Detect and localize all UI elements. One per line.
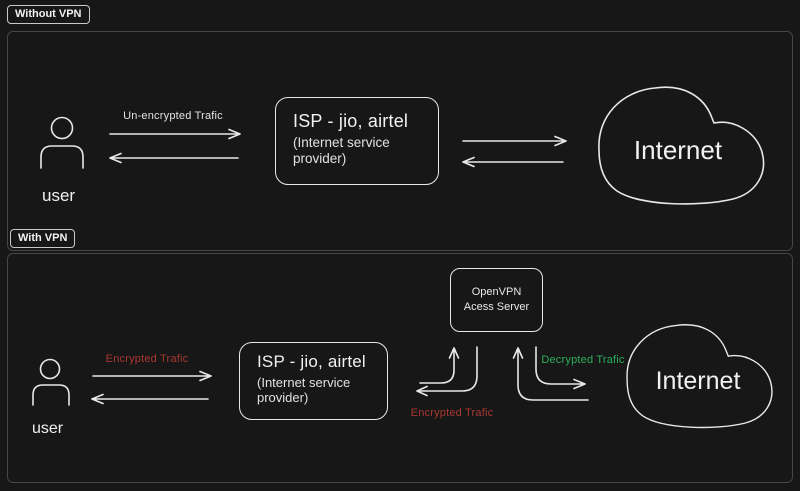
arrow-isp-to-internet-top (462, 135, 567, 147)
arrow-internet-to-vpn (512, 347, 589, 401)
user-icon-head-top (50, 116, 74, 140)
arrow-isp-to-user-bottom (91, 393, 209, 405)
isp-title-bottom: ISP - jio, airtel (257, 352, 366, 371)
isp-title-top: ISP - jio, airtel (293, 111, 409, 131)
user-icon-head-bottom (39, 358, 61, 380)
user-label-top: user (42, 186, 76, 205)
with-vpn-tag: With VPN (10, 229, 76, 248)
without-vpn-tag: Without VPN (7, 5, 90, 24)
openvpn-server-box: OpenVPN Acess Server (450, 268, 543, 332)
encrypted-traffic-label-isp-vpn: Encrypted Trafic (410, 407, 494, 419)
isp-box-bottom: ISP - jio, airtel (Internet service prov… (239, 342, 388, 420)
arrow-isp-to-vpn (419, 347, 460, 384)
arrow-vpn-to-internet (535, 346, 586, 390)
isp-box-top: ISP - jio, airtel (Internet service prov… (275, 97, 439, 185)
arrow-user-to-isp-bottom (92, 370, 212, 382)
arrow-internet-to-isp-top (462, 156, 564, 168)
stroke-group (32, 86, 773, 429)
without-vpn-panel (7, 31, 793, 251)
arrow-vpn-to-isp (416, 346, 478, 397)
internet-cloud-label-bottom: Internet (655, 367, 741, 395)
openvpn-box-line2: Acess Server (463, 301, 530, 313)
decrypted-traffic-label: Decrypted Trafic (541, 354, 625, 366)
unencrypted-traffic-label: Un-encrypted Trafic (123, 110, 223, 122)
arrow-user-to-isp-top (109, 128, 241, 140)
openvpn-box-line1: OpenVPN (471, 286, 522, 298)
with-vpn-panel (7, 253, 793, 483)
isp-subtitle-top: (Internet service provider) (293, 135, 390, 166)
arrow-isp-to-user-top (109, 152, 239, 164)
encrypted-traffic-label-user-isp: Encrypted Trafic (105, 353, 189, 365)
user-icon-body-top (40, 145, 84, 169)
isp-subtitle-bottom: (Internet service provider) (257, 375, 351, 406)
user-icon-body-bottom (32, 384, 70, 406)
internet-cloud-label-top: Internet (633, 135, 723, 165)
user-label-bottom: user (32, 420, 64, 437)
